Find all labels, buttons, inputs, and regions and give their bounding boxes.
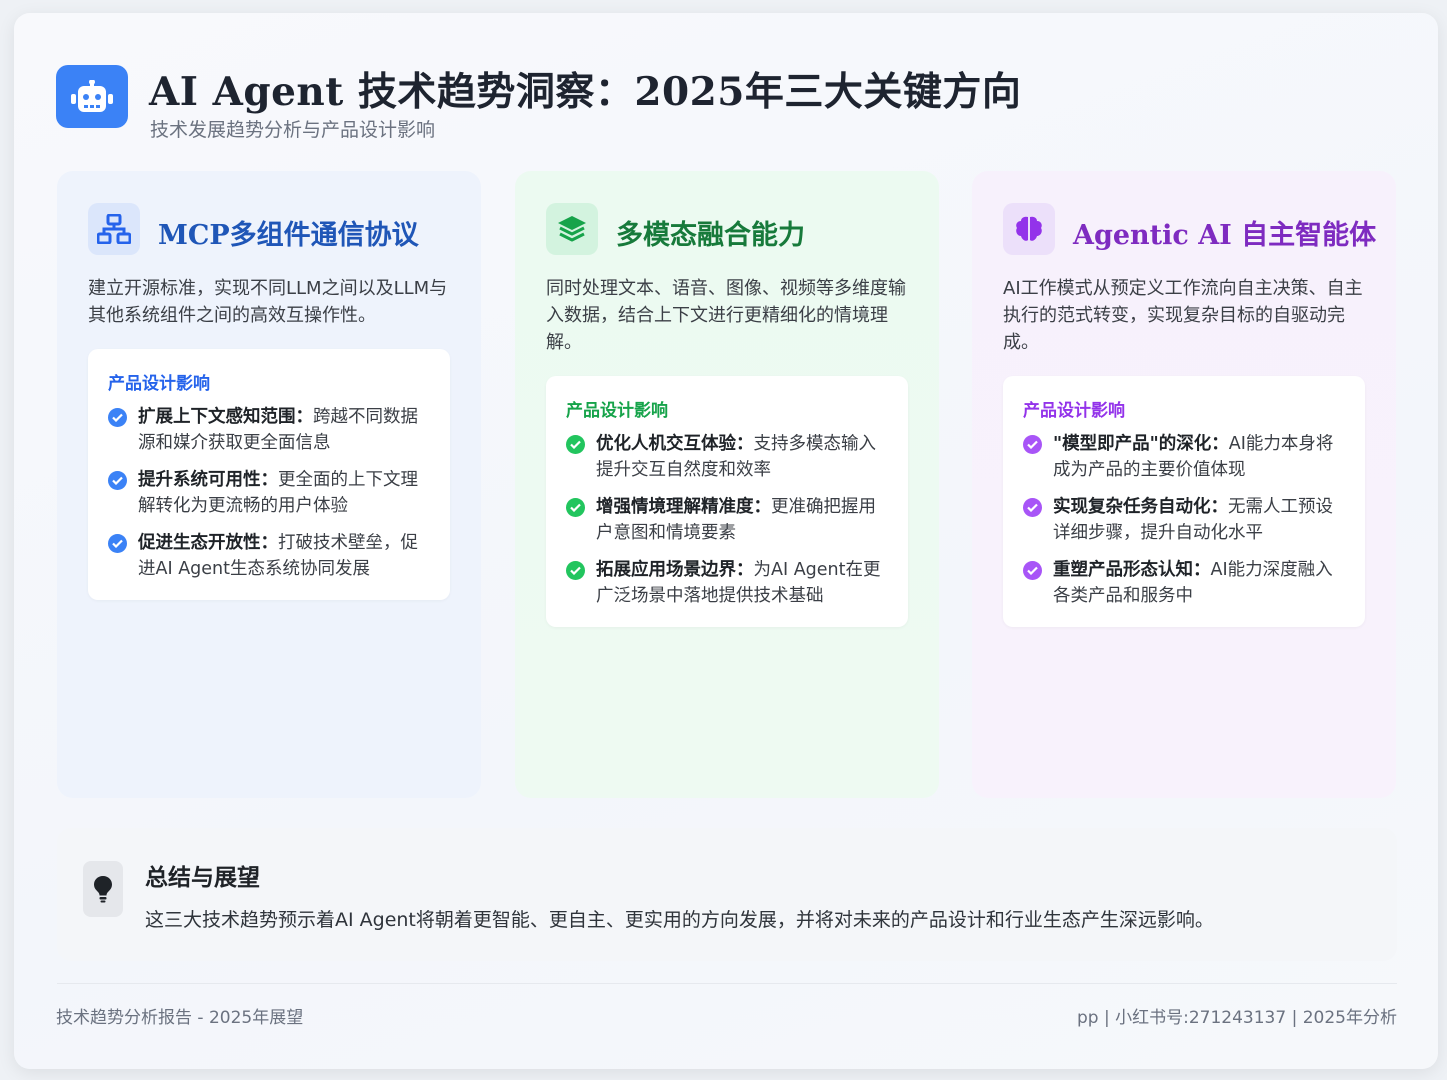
item-bold: 拓展应用场景边界： xyxy=(596,560,754,580)
item-text: 跨越不同数据源和媒介获取更全面信息 xyxy=(138,407,418,453)
card-title: MCP多组件通信协议 xyxy=(158,219,419,251)
card-title: Agentic AI 自主智能体 xyxy=(1073,219,1377,251)
check-circle-icon xyxy=(1023,435,1042,454)
impact-title: 产品设计影响 xyxy=(108,374,210,394)
list-item: "模型即产品"的深化：AI能力本身将成为产品的主要价值体现 xyxy=(1023,431,1345,483)
card-description: AI工作模式从预定义工作流向自主决策、自主执行的范式转变，实现复杂目标的自驱动完… xyxy=(1003,278,1363,353)
list-item: 优化人机交互体验：支持多模态输入提升交互自然度和效率 xyxy=(566,431,888,483)
page-title: AI Agent 技术趋势洞察：2025年三大关键方向 xyxy=(149,69,1022,115)
footer-divider xyxy=(57,983,1397,984)
impact-box: 产品设计影响 优化人机交互体验：支持多模态输入提升交互自然度和效率 增强情境理解… xyxy=(546,376,908,627)
network-icon xyxy=(88,203,140,255)
list-item: 实现复杂任务自动化：无需人工预设详细步骤，提升自动化水平 xyxy=(1023,494,1345,546)
list-item: 促进生态开放性：打破技术壁垒，促进AI Agent生态系统协同发展 xyxy=(108,530,430,582)
page-subtitle: 技术发展趋势分析与产品设计影响 xyxy=(150,119,436,141)
card-description: 同时处理文本、语音、图像、视频等多维度输入数据，结合上下文进行更精细化的情境理解… xyxy=(546,278,906,353)
summary-text: 这三大技术趋势预示着AI Agent将朝着更智能、更自主、更实用的方向发展，并将… xyxy=(145,909,1214,931)
check-circle-icon xyxy=(108,408,127,427)
impact-box: 产品设计影响 扩展上下文感知范围：跨越不同数据源和媒介获取更全面信息 提升系统可… xyxy=(88,349,450,600)
brain-icon xyxy=(1003,203,1055,255)
item-bold: "模型即产品"的深化： xyxy=(1053,434,1229,454)
impact-title: 产品设计影响 xyxy=(566,401,668,421)
list-item: 重塑产品形态认知：AI能力深度融入各类产品和服务中 xyxy=(1023,557,1345,609)
check-circle-icon xyxy=(108,471,127,490)
item-text: 更全面的上下文理解转化为更流畅的用户体验 xyxy=(138,470,418,516)
impact-box: 产品设计影响 "模型即产品"的深化：AI能力本身将成为产品的主要价值体现 实现复… xyxy=(1003,376,1365,627)
check-circle-icon xyxy=(1023,498,1042,517)
check-circle-icon xyxy=(566,435,585,454)
check-circle-icon xyxy=(108,534,127,553)
item-bold: 促进生态开放性： xyxy=(138,533,278,553)
card-agentic: Agentic AI 自主智能体 AI工作模式从预定义工作流向自主决策、自主执行… xyxy=(972,171,1396,798)
list-item: 提升系统可用性：更全面的上下文理解转化为更流畅的用户体验 xyxy=(108,467,430,519)
item-bold: 增强情境理解精准度： xyxy=(596,497,771,517)
item-bold: 实现复杂任务自动化： xyxy=(1053,497,1228,517)
item-text: AI能力深度融入各类产品和服务中 xyxy=(1053,560,1333,606)
card-title: 多模态融合能力 xyxy=(616,219,805,251)
item-bold: 扩展上下文感知范围： xyxy=(138,407,313,427)
check-circle-icon xyxy=(566,498,585,517)
check-circle-icon xyxy=(566,561,585,580)
list-item: 拓展应用场景边界：为AI Agent在更广泛场景中落地提供技术基础 xyxy=(566,557,888,609)
item-text: AI能力本身将成为产品的主要价值体现 xyxy=(1053,434,1334,480)
summary-title: 总结与展望 xyxy=(145,864,260,891)
lightbulb-icon xyxy=(83,861,123,917)
item-bold: 提升系统可用性： xyxy=(138,470,278,490)
item-bold: 优化人机交互体验： xyxy=(596,434,754,454)
card-multimodal: 多模态融合能力 同时处理文本、语音、图像、视频等多维度输入数据，结合上下文进行更… xyxy=(515,171,939,798)
check-circle-icon xyxy=(1023,561,1042,580)
item-text: 支持多模态输入提升交互自然度和效率 xyxy=(596,434,876,480)
card-description: 建立开源标准，实现不同LLM之间以及LLM与其他系统组件之间的高效互操作性。 xyxy=(88,278,448,326)
card-mcp: MCP多组件通信协议 建立开源标准，实现不同LLM之间以及LLM与其他系统组件之… xyxy=(57,171,481,798)
item-bold: 重塑产品形态认知： xyxy=(1053,560,1211,580)
footer-right: pp | 小红书号:271243137 | 2025年分析 xyxy=(1077,1008,1397,1028)
impact-title: 产品设计影响 xyxy=(1023,401,1125,421)
item-text: 为AI Agent在更广泛场景中落地提供技术基础 xyxy=(596,560,881,606)
layers-icon xyxy=(546,203,598,255)
list-item: 扩展上下文感知范围：跨越不同数据源和媒介获取更全面信息 xyxy=(108,404,430,456)
header: AI Agent 技术趋势洞察：2025年三大关键方向 技术发展趋势分析与产品设… xyxy=(56,65,1398,155)
report-page: AI Agent 技术趋势洞察：2025年三大关键方向 技术发展趋势分析与产品设… xyxy=(14,13,1438,1069)
item-text: 无需人工预设详细步骤，提升自动化水平 xyxy=(1053,497,1333,543)
item-text: 更准确把握用户意图和情境要素 xyxy=(596,497,876,543)
item-text: 打破技术壁垒，促进AI Agent生态系统协同发展 xyxy=(138,533,418,579)
footer-left: 技术趋势分析报告 - 2025年展望 xyxy=(56,1008,304,1028)
summary-box: 总结与展望 这三大技术趋势预示着AI Agent将朝着更智能、更自主、更实用的方… xyxy=(57,828,1397,961)
robot-icon xyxy=(56,65,128,128)
list-item: 增强情境理解精准度：更准确把握用户意图和情境要素 xyxy=(566,494,888,546)
